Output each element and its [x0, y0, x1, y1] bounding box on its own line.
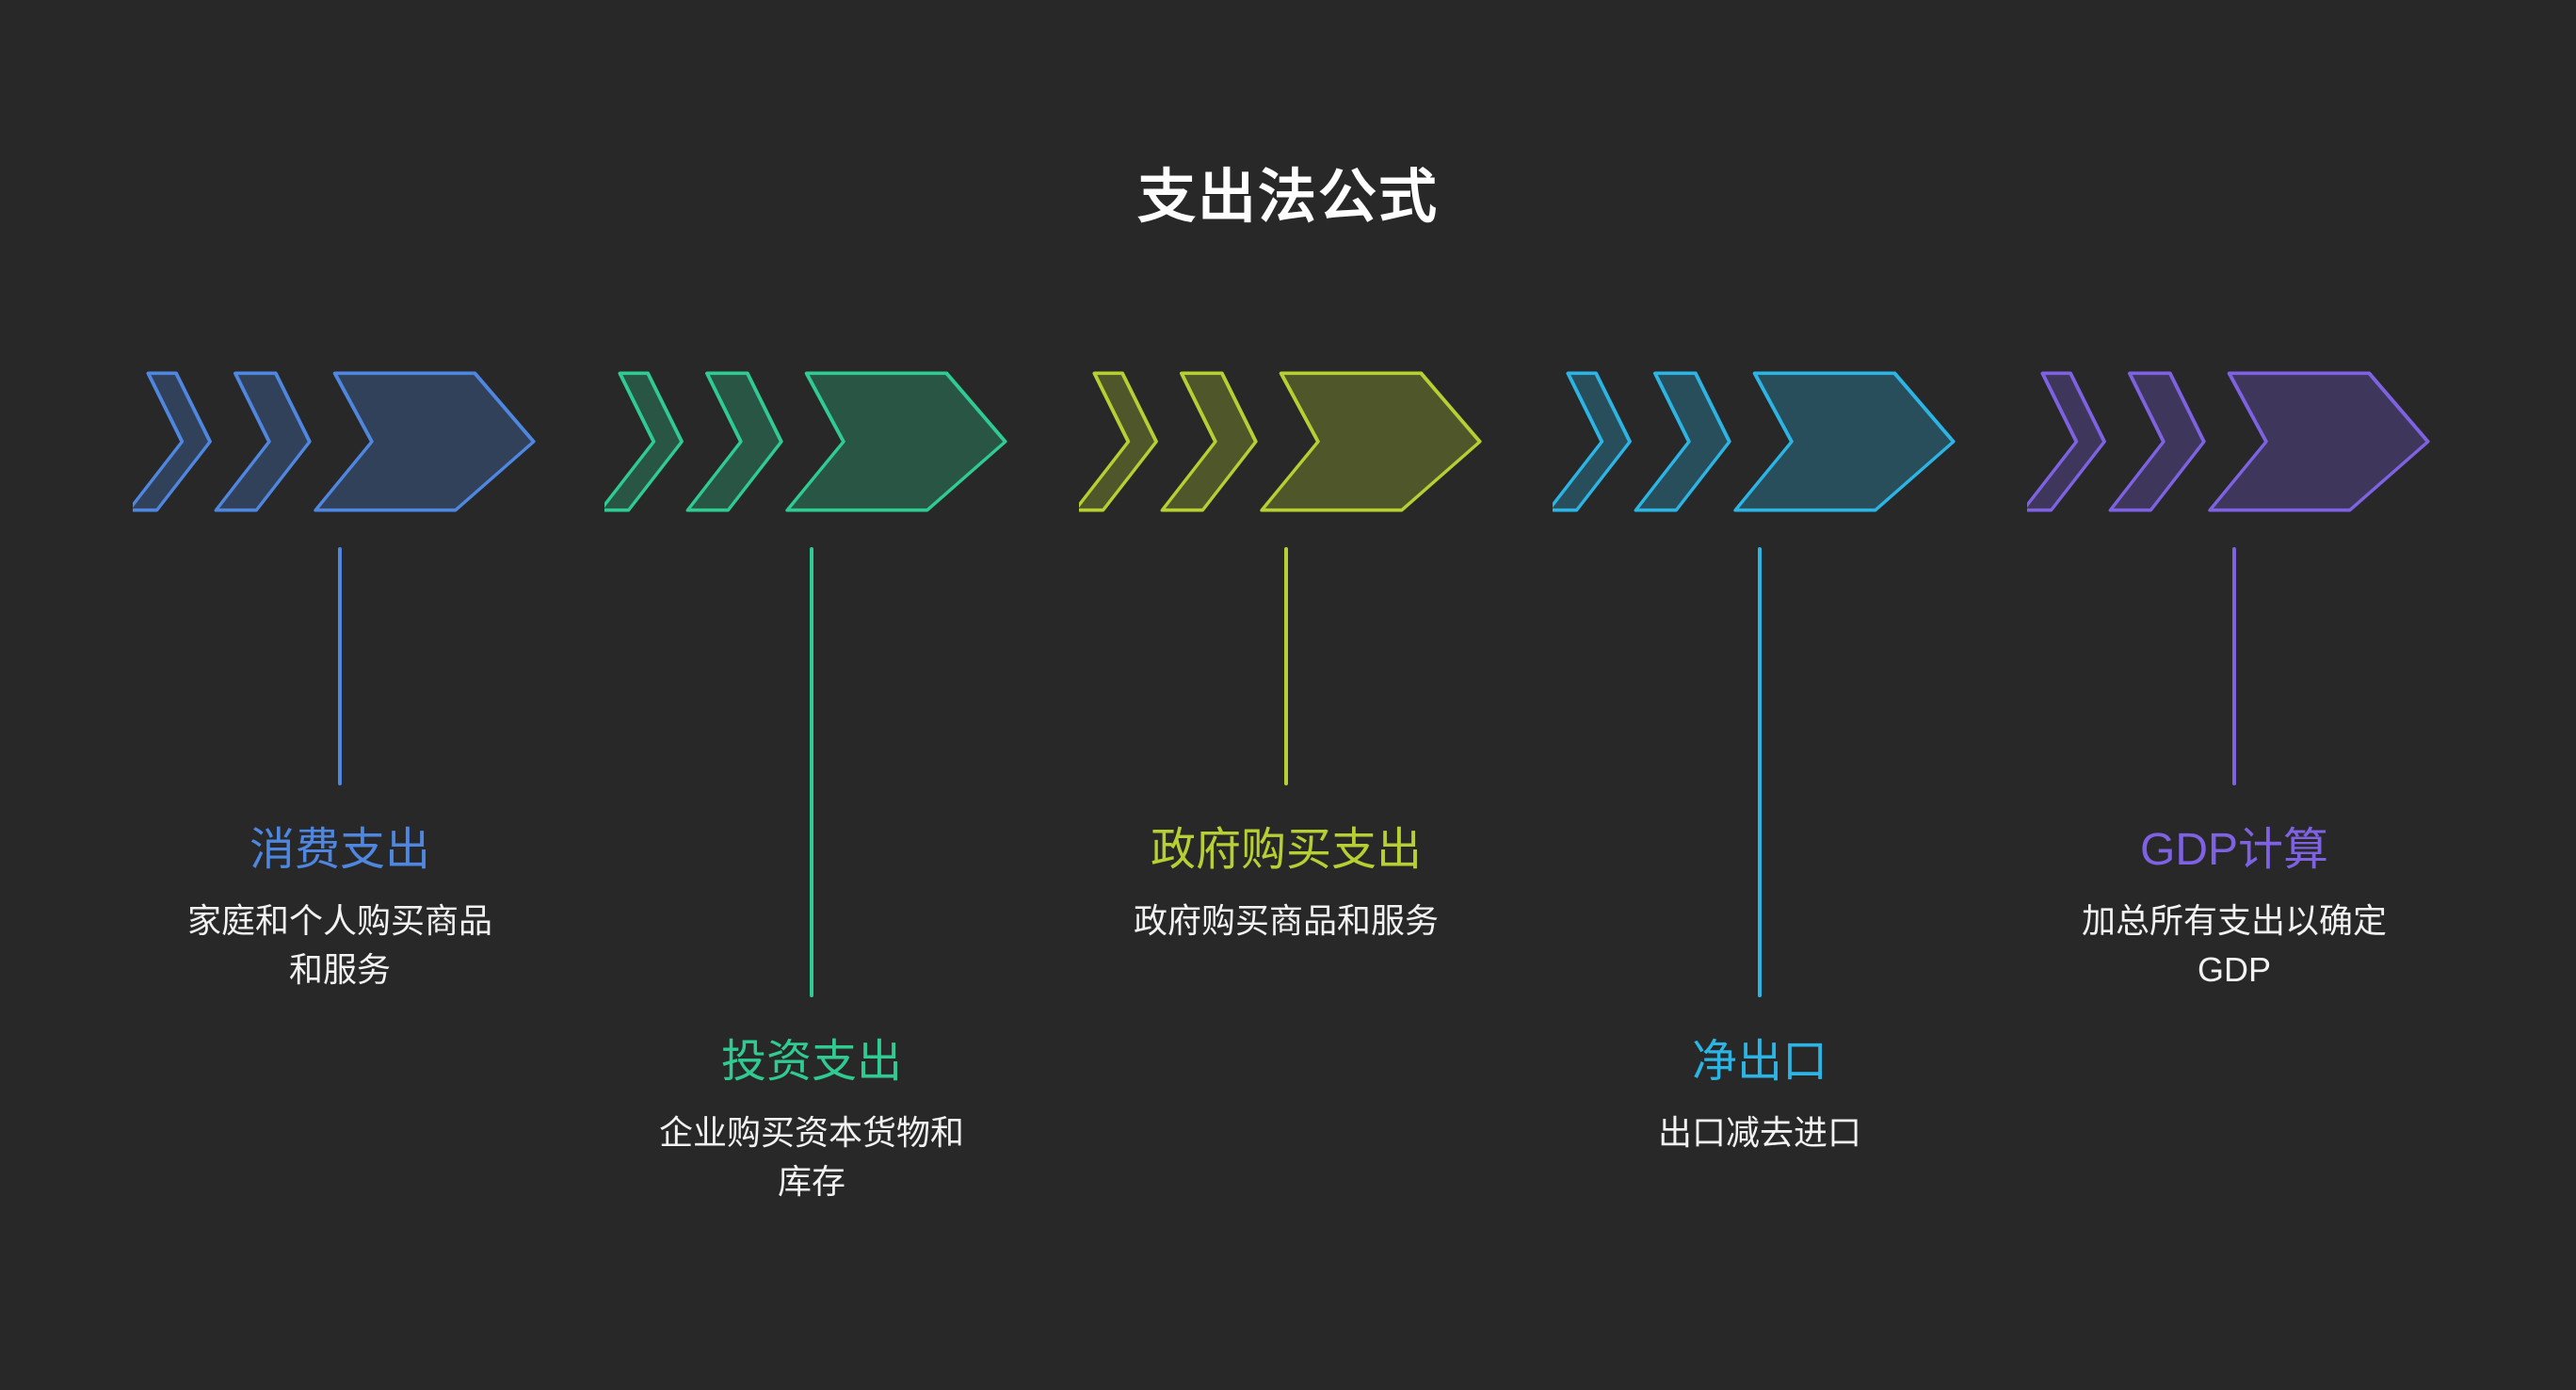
- step-label: GDP计算: [2139, 825, 2329, 875]
- step-group-consumption: 消费支出 家庭和个人购买商品 和服务: [133, 370, 547, 994]
- step-group-investment: 投资支出 企业购买资本货物和 库存: [604, 370, 1019, 1206]
- connector-line: [338, 547, 342, 785]
- chevron-arrows-icon: [133, 371, 536, 512]
- step-label: 政府购买支出: [1150, 825, 1422, 875]
- step-description: 企业购买资本货物和 库存: [658, 1113, 964, 1202]
- chevron-arrows-icon: [604, 371, 1007, 512]
- step-description: 家庭和个人购买商品 和服务: [186, 901, 492, 990]
- step-description: 加总所有支出以确定 GDP: [2081, 901, 2387, 990]
- diagram-title: 支出法公式: [1136, 165, 1439, 230]
- connector-line: [2232, 547, 2236, 785]
- connector-line: [1758, 547, 1762, 997]
- step-group-gdp: GDP计算 加总所有支出以确定 GDP: [2027, 370, 2441, 994]
- step-description: 出口减去进口: [1657, 1113, 1861, 1152]
- step-description: 政府购买商品和服务: [1133, 901, 1439, 940]
- connector-line: [1284, 547, 1288, 785]
- step-group-government: 政府购买支出 政府购买商品和服务: [1079, 370, 1493, 946]
- connector-line: [810, 547, 813, 997]
- step-label: 投资支出: [720, 1037, 902, 1087]
- chevron-arrows-icon: [2027, 371, 2430, 512]
- step-label: 消费支出: [249, 825, 430, 875]
- step-label: 净出口: [1691, 1037, 1827, 1087]
- chevron-arrows-icon: [1079, 371, 1482, 512]
- step-group-net-exports: 净出口 出口减去进口: [1553, 370, 1967, 1157]
- chevron-arrows-icon: [1553, 371, 1956, 512]
